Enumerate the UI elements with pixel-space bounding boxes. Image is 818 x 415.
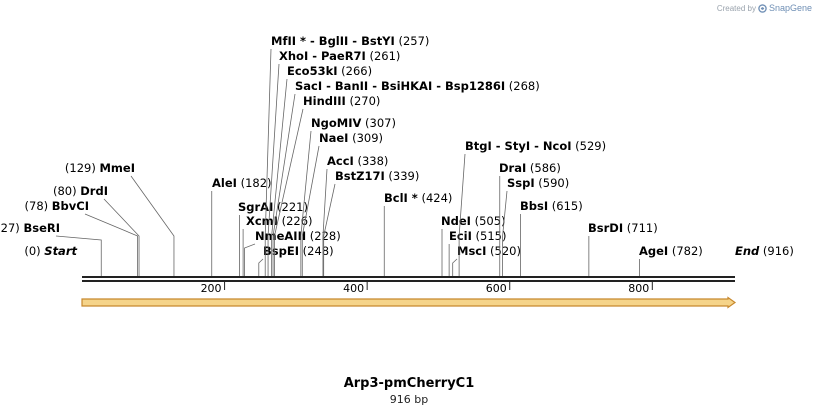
site-connector [267,63,280,276]
site-connector [458,153,466,276]
site-connector [264,48,272,276]
site-connector [300,130,312,276]
site-label: SspI (590) [507,176,569,190]
site-connector [322,168,328,276]
site-label: End (916) [735,244,794,258]
site-connector [452,258,458,276]
site-label: MscI (520) [457,244,521,258]
site-label: BclI * (424) [384,191,452,205]
site-label: MfII * - BglII - BstYI (257) [271,34,429,48]
site-label: SgrAI (221) [238,200,308,214]
axis-tick-label: 600 [486,282,507,295]
site-connector [323,183,336,276]
sequence-map: 200 400 600 800 (0) Start (27) BseRI (78) BbvC… [0,34,794,309]
site-connector [84,213,139,276]
site-connector [130,175,175,276]
credit-brand: SnapGene [768,3,812,13]
site-connector [502,190,508,276]
site-label: SacI - BanII - BsiHKAI - Bsp1286I (268) [295,79,540,93]
site-label: AleI (182) [212,176,272,190]
backbone-top-strand [82,276,735,278]
site-label: BstZ17I (339) [335,169,419,183]
site-label: BsrDI (711) [588,221,658,235]
site-connector [103,198,140,276]
site-label: (80) DrdI [53,184,108,198]
site-label: EciI (515) [449,229,507,243]
site-connector [258,258,264,276]
site-label: XhoI - PaeR7I (261) [279,49,400,63]
site-label: Eco53kI (266) [287,64,372,78]
site-connector [244,243,256,276]
site-label: DraI (586) [499,161,561,175]
site-label: (27) BseRI [0,221,60,235]
axis-tick-label: 200 [201,282,222,295]
snapgene-logo-icon [758,3,767,13]
site-connector [55,235,102,276]
axis-tick-label: 400 [343,282,364,295]
site-label: NgoMIV (307) [311,116,396,130]
site-label: (78) BbvCI [25,199,89,213]
site-label: BbsI (615) [520,199,583,213]
site-label: AgeI (782) [639,244,703,258]
construct-title: Arp3-pmCherryC1 [343,376,475,391]
site-connector [274,108,304,276]
construct-length: 916 bp [389,393,429,406]
site-connector [271,78,288,276]
axis-tick-label: 800 [628,282,649,295]
backbone-bottom-strand [82,280,735,282]
site-connector [301,145,320,276]
site-label: XcmI (226) [246,214,313,228]
site-label: AccI (338) [327,154,388,168]
feature-arrow [81,296,737,309]
site-label: (129) MmeI [65,161,135,175]
site-label: (0) Start [24,244,77,258]
site-label: NaeI (309) [319,131,383,145]
snapgene-credit: Created by SnapGene [717,3,812,13]
credit-text: Created by [716,3,756,13]
site-label: BtgI - StyI - NcoI (529) [465,139,606,153]
site-label: NdeI (505) [441,214,506,228]
site-connector [272,93,296,276]
site-label: HindIII (270) [303,94,380,108]
